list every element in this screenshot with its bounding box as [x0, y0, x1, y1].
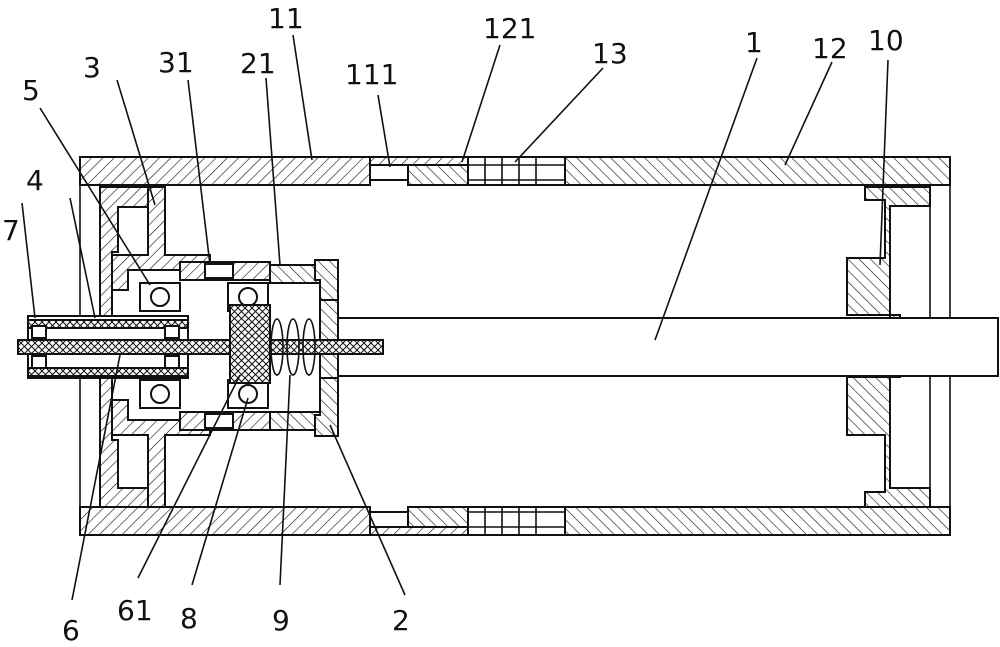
label-1: 1 [745, 26, 763, 59]
label-4: 4 [26, 164, 44, 197]
label-111: 111 [345, 58, 398, 91]
tube-top-wall-left [80, 157, 370, 185]
tube-bottom-wall-left [80, 507, 370, 535]
label-121: 121 [483, 12, 536, 45]
label-10: 10 [868, 24, 904, 57]
label-21: 21 [240, 47, 276, 80]
label-61: 61 [117, 594, 153, 627]
label-8: 8 [180, 602, 198, 635]
label-12: 12 [812, 32, 848, 65]
label-13: 13 [592, 37, 628, 70]
tube-top-wall-right [565, 157, 950, 185]
label-2: 2 [392, 604, 410, 637]
label-3: 3 [83, 51, 101, 84]
label-31: 31 [158, 46, 194, 79]
coupling-block-61 [230, 305, 270, 383]
label-5: 5 [22, 74, 40, 107]
label-9: 9 [272, 604, 290, 637]
label-7: 7 [2, 214, 20, 247]
tube-top-joint-111 [370, 165, 408, 180]
label-6: 6 [62, 614, 80, 647]
label-11: 11 [268, 2, 304, 35]
main-shaft [338, 318, 998, 376]
tube-bottom-wall-right [565, 507, 950, 535]
tube-top-joint-121 [408, 165, 468, 185]
